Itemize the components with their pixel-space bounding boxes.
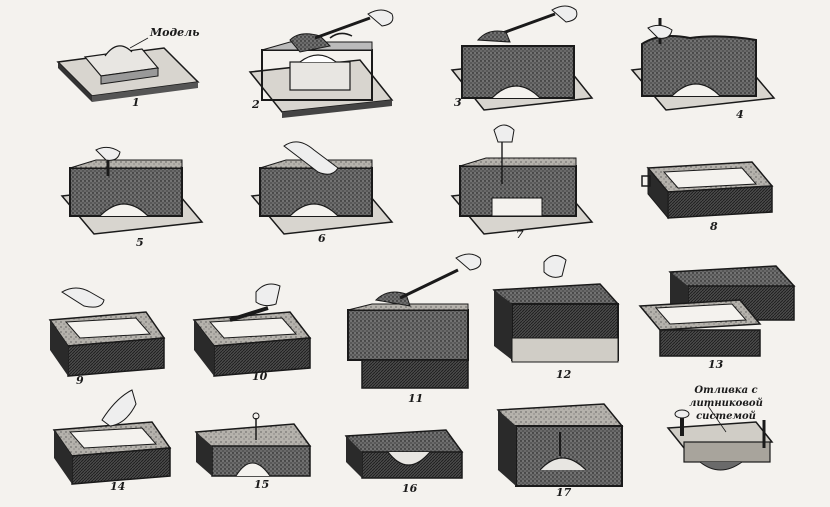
step-number-13: 13 (708, 358, 724, 371)
step-number-16: 16 (402, 482, 418, 495)
casting-label-line-1: Отливка с литниковой (689, 385, 763, 409)
casting-label: Отливка с литниковой системой (656, 384, 796, 423)
step-number-14: 14 (110, 480, 126, 493)
step-number-10: 10 (252, 370, 268, 383)
step-15-illustration (194, 412, 312, 477)
step-2-illustration (248, 9, 394, 118)
step-6-illustration (250, 141, 394, 235)
step-number-11: 11 (408, 392, 424, 405)
step-14-illustration (52, 389, 172, 485)
step-number-3: 3 (454, 96, 462, 109)
step-number-7: 7 (516, 228, 524, 241)
casting-illustration (666, 405, 774, 471)
step-3-illustration (450, 5, 594, 111)
step-12-illustration (492, 255, 620, 363)
step-number-5: 5 (136, 236, 144, 249)
step-number-8: 8 (710, 220, 718, 233)
casting-label-line-2: системой (696, 411, 756, 422)
step-number-17: 17 (556, 486, 572, 499)
step-9-illustration (48, 287, 166, 377)
step-1-illustration (56, 37, 200, 102)
step-7-illustration (450, 124, 594, 235)
step-13-illustration (638, 265, 796, 357)
step-number-4: 4 (736, 108, 744, 121)
step-number-9: 9 (76, 374, 84, 387)
step-4-illustration (630, 18, 776, 111)
step-number-1: 1 (132, 96, 140, 109)
step-number-15: 15 (254, 478, 270, 491)
step-10-illustration (192, 283, 312, 377)
step-16-illustration (344, 429, 464, 479)
step-number-12: 12 (556, 368, 572, 381)
step-5-illustration (60, 146, 204, 235)
step-number-2: 2 (252, 98, 260, 111)
step-8-illustration (641, 161, 774, 220)
step-11-illustration (347, 253, 482, 389)
step-number-6: 6 (318, 232, 326, 245)
step-17-illustration (496, 403, 624, 487)
model-label: Модель (150, 26, 200, 39)
